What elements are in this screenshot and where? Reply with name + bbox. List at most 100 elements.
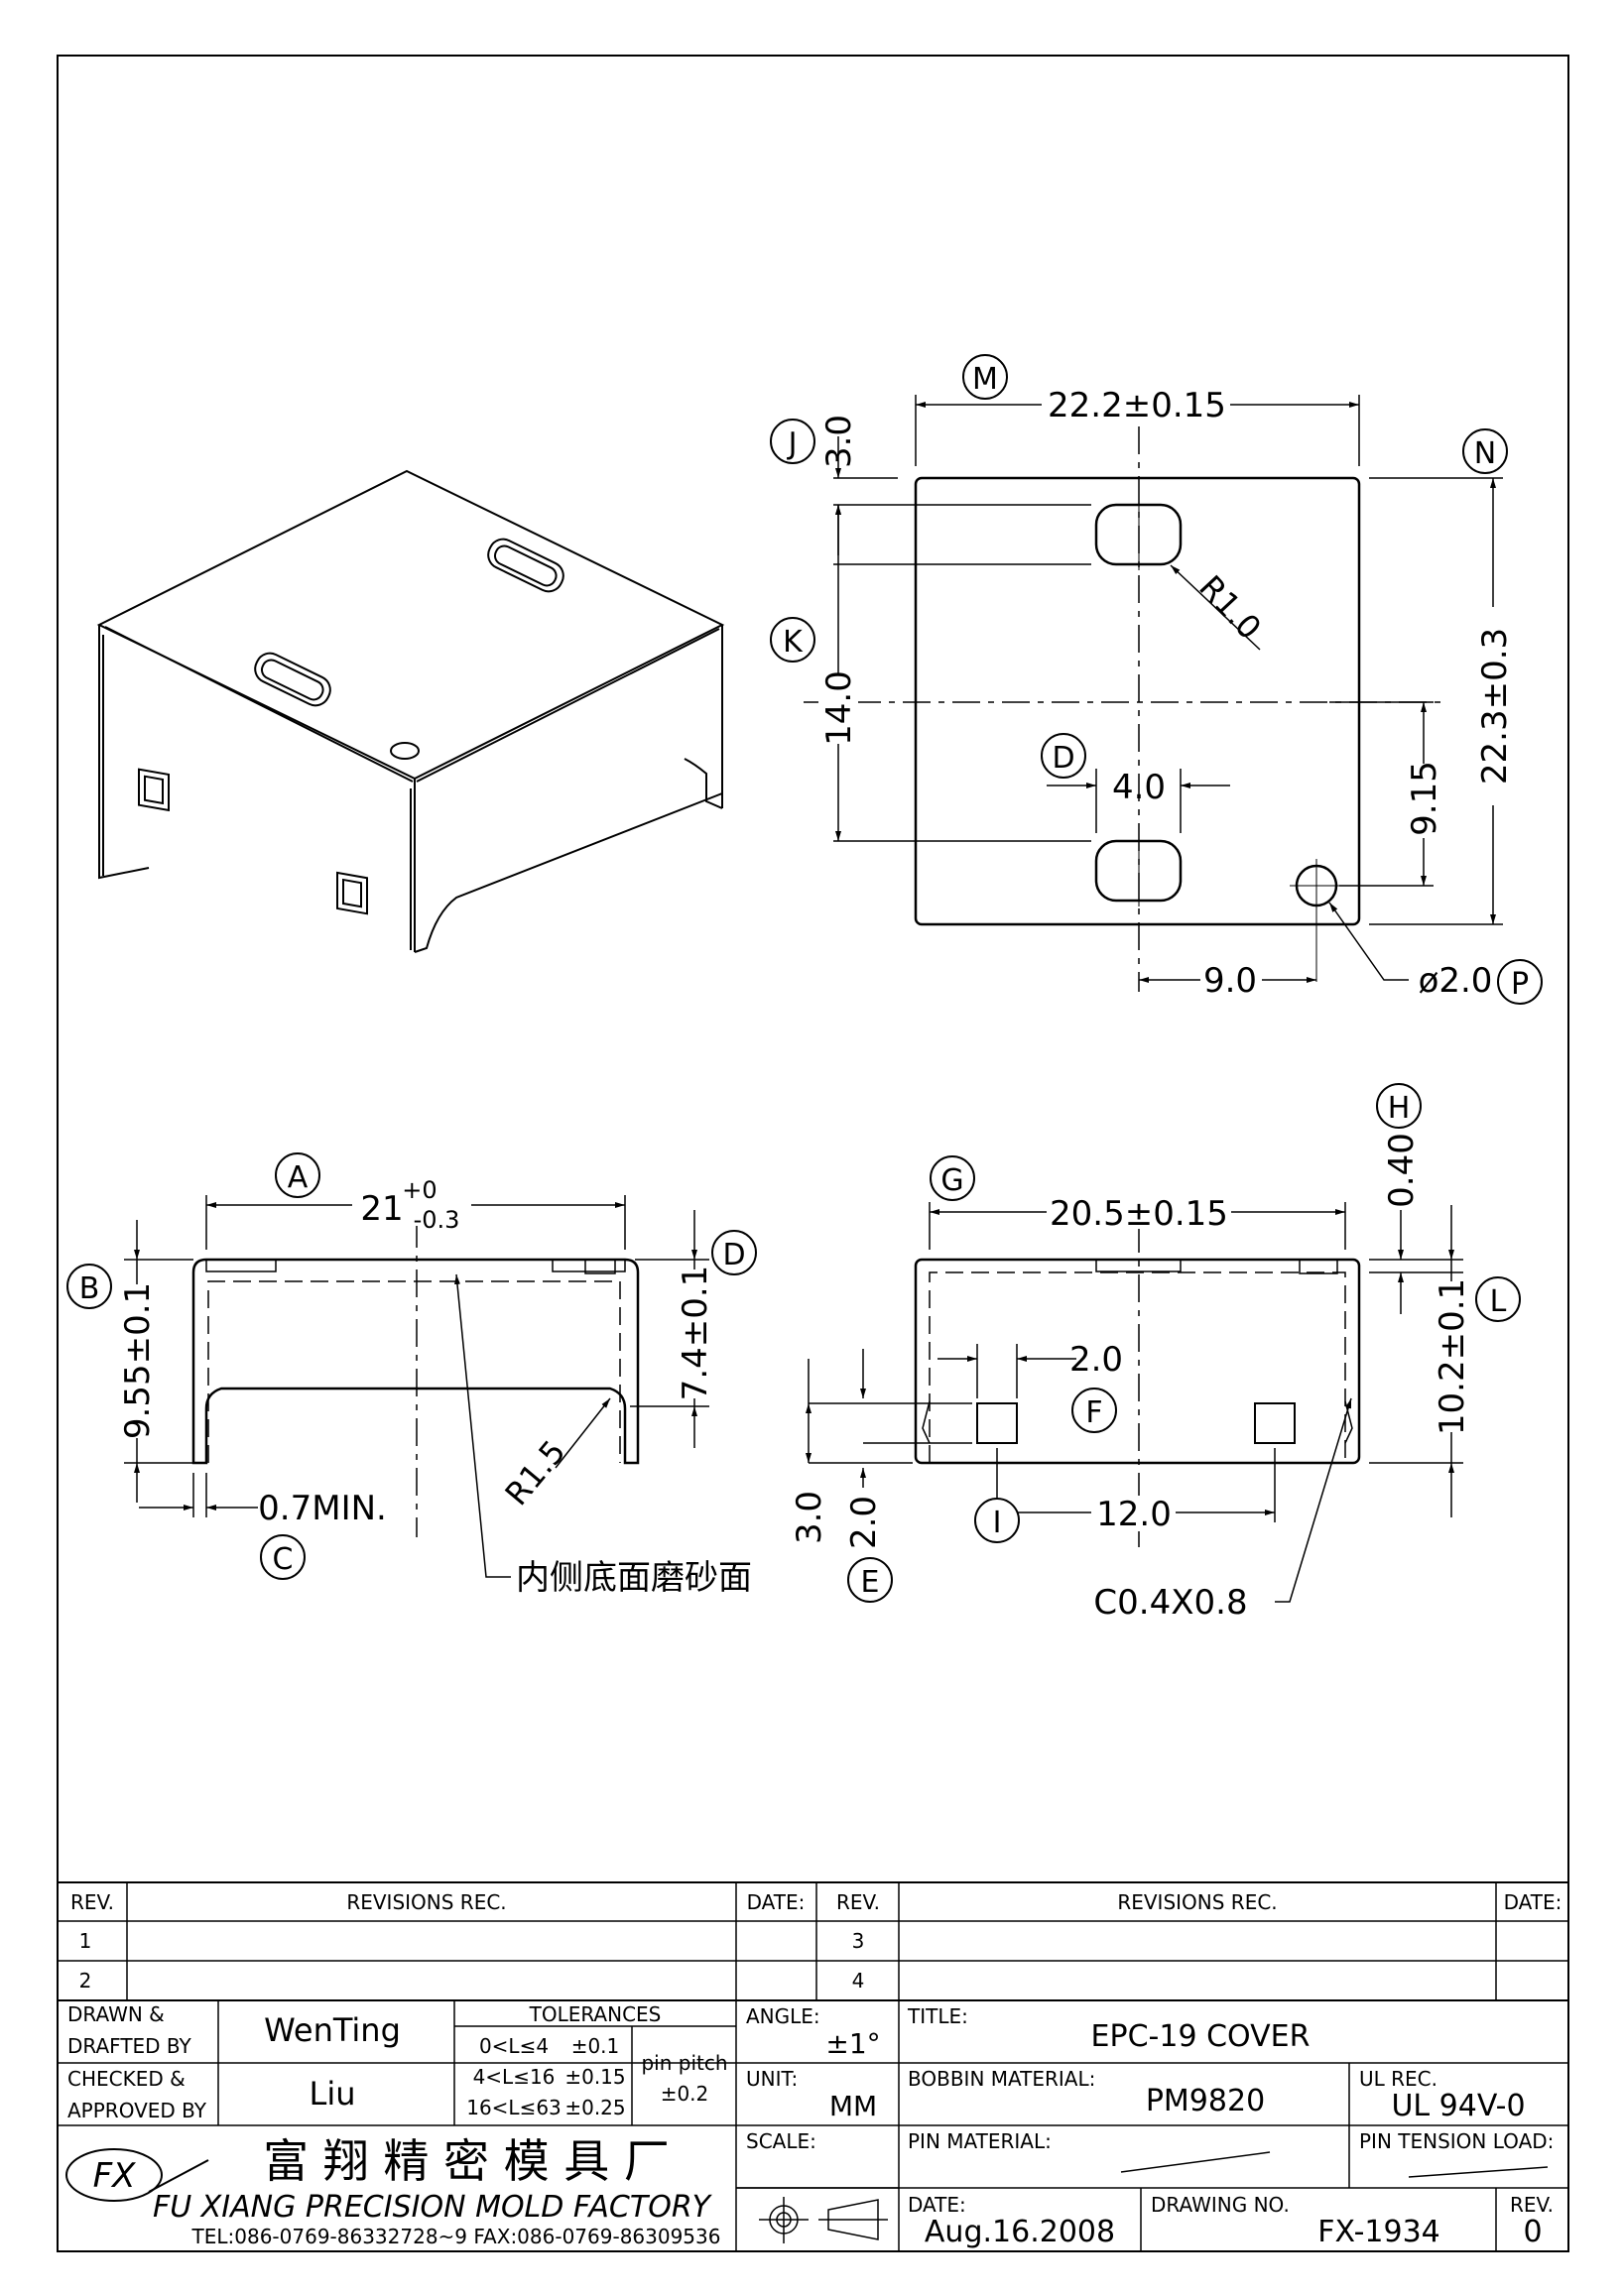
side-window-left — [976, 1402, 1018, 1444]
side-bottom-dim: 3.0 — [790, 1491, 829, 1544]
top-width-dim: 22.2±0.15 — [1048, 386, 1226, 425]
tol-range-2: 4<L≤16 — [473, 2065, 556, 2089]
bobbin-material-label: BOBBIN MATERIAL: — [908, 2067, 1095, 2091]
front-surface-note: 内侧底面磨砂面 — [516, 1558, 752, 1598]
label-D-top: D — [1052, 741, 1074, 776]
company-cn: 富 翔 精 密 模 具 厂 — [263, 2134, 670, 2188]
label-P: P — [1511, 967, 1529, 1002]
rev-row-1: 1 — [79, 1929, 92, 1953]
label-A: A — [288, 1160, 309, 1195]
pin-tension-label: PIN TENSION LOAD: — [1359, 2129, 1554, 2153]
ul-rec: UL 94V-0 — [1391, 2089, 1525, 2123]
drawn-label-1: DRAWN & — [67, 2002, 165, 2026]
tol-value-3: ±0.25 — [564, 2096, 625, 2119]
date-header-left: DATE: — [747, 1890, 806, 1914]
checked-label-2: APPROVED BY — [67, 2099, 207, 2122]
side-width-dim: 20.5±0.15 — [1050, 1194, 1228, 1234]
front-radius-dim: R1.5 — [498, 1433, 573, 1512]
front-width-tol-upper: +0 — [402, 1176, 437, 1204]
label-K: K — [783, 625, 804, 660]
top-slot-radius-dim: R1.0 — [1191, 568, 1269, 647]
rev-row-2: 2 — [79, 1969, 92, 1993]
front-width-dim: 21 — [360, 1189, 403, 1229]
side-chamfer-dim: C0.4X0.8 — [1093, 1583, 1247, 1623]
rev-row-3: 3 — [852, 1929, 865, 1953]
revisions-header-left: REVISIONS REC. — [346, 1890, 506, 1914]
drawing-no-label: DRAWING NO. — [1151, 2193, 1290, 2217]
unit-value: MM — [829, 2090, 877, 2122]
top-slot-top-dim: 3.0 — [819, 415, 859, 468]
side-window-right — [1254, 1402, 1296, 1444]
rev-header-left: REV. — [70, 1890, 114, 1914]
revisions-header-right: REVISIONS REC. — [1117, 1890, 1277, 1914]
drawn-label-2: DRAFTED BY — [67, 2034, 192, 2058]
company-en: FU XIANG PRECISION MOLD FACTORY — [153, 2190, 713, 2225]
front-height-dim: 9.55±0.1 — [118, 1282, 158, 1439]
top-view-outline — [914, 476, 1361, 926]
top-slot-pitch-dim: 14.0 — [819, 670, 859, 746]
tol-value-1: ±0.1 — [571, 2034, 620, 2058]
label-N: N — [1474, 436, 1496, 471]
drawn-by: WenTing — [264, 2011, 401, 2049]
iso-hole — [390, 742, 420, 760]
angle-label: ANGLE: — [746, 2004, 820, 2028]
title-block-text: REV. REVISIONS REC. DATE: REV. REVISIONS… — [67, 1890, 1562, 2249]
drawing-no: FX-1934 — [1317, 2215, 1440, 2249]
rev-row-4: 4 — [852, 1969, 865, 1993]
isometric-view — [96, 469, 725, 953]
pin-material-label: PIN MATERIAL: — [908, 2129, 1052, 2153]
angle-value: ±1° — [825, 2027, 880, 2060]
top-height-dim: 22.3±0.3 — [1475, 628, 1515, 785]
ul-rec-label: UL REC. — [1359, 2067, 1437, 2091]
label-F: F — [1085, 1395, 1102, 1430]
side-window-pitch-dim: 12.0 — [1096, 1495, 1172, 1534]
label-C: C — [273, 1542, 294, 1577]
top-hole-y-dim: 9.15 — [1405, 761, 1444, 836]
iso-slot-front — [254, 652, 331, 707]
date-label: DATE: — [908, 2193, 966, 2217]
top-hole-x-dim: 9.0 — [1203, 961, 1257, 1001]
checked-by: Liu — [310, 2075, 356, 2113]
rev-value: 0 — [1523, 2215, 1542, 2249]
projection-symbol — [759, 2197, 888, 2243]
checked-label-1: CHECKED & — [67, 2067, 186, 2091]
unit-label: UNIT: — [746, 2067, 798, 2091]
top-slot-width-dim: 4.0 — [1112, 768, 1166, 807]
iso-slot-back — [487, 538, 564, 593]
label-J: J — [787, 426, 798, 461]
side-window-dim: 2.0 — [1069, 1340, 1123, 1380]
front-wall-min-dim: 0.7MIN. — [258, 1489, 387, 1528]
side-view: 20.5±0.15 G 0.40 H 10.2±0.1 L 2.0 F 12. — [790, 1083, 1521, 1623]
tol-range-1: 0<L≤4 — [479, 2034, 549, 2058]
label-I: I — [993, 1506, 1002, 1540]
date-header-right: DATE: — [1504, 1890, 1562, 1914]
side-top-thick-dim: 0.40 — [1382, 1133, 1422, 1208]
company-logo — [65, 2148, 209, 2202]
front-view: 21 +0 -0.3 A 9.55±0.1 B 7.4±0.1 D R1.5 0 — [66, 1152, 757, 1598]
label-D-front: D — [722, 1238, 745, 1272]
label-G: G — [940, 1163, 963, 1198]
top-hole-dia-dim: ø2.0 — [1419, 961, 1493, 1001]
label-B: B — [79, 1271, 100, 1306]
label-L: L — [1490, 1284, 1507, 1319]
front-width-tol-lower: -0.3 — [414, 1206, 460, 1234]
label-E: E — [861, 1565, 880, 1600]
company-tel: TEL:086-0769-86332728~9 FAX:086-0769-863… — [191, 2225, 721, 2248]
bobbin-material: PM9820 — [1146, 2084, 1265, 2118]
side-window-height-dim: 2.0 — [844, 1496, 884, 1549]
drawing-title: EPC-19 COVER — [1091, 2019, 1311, 2054]
sheet-border — [57, 55, 1569, 2252]
front-inner-height-dim: 7.4±0.1 — [676, 1266, 715, 1401]
title-block — [58, 1881, 1568, 2251]
side-height-dim: 10.2±0.1 — [1433, 1278, 1472, 1435]
drawing-date: Aug.16.2008 — [925, 2215, 1115, 2249]
tol-value-2: ±0.15 — [564, 2065, 625, 2089]
tolerances-header: TOLERANCES — [529, 2002, 662, 2026]
rev-label: REV. — [1510, 2193, 1554, 2217]
side-view-outline — [914, 1258, 1361, 1465]
title-label: TITLE: — [907, 2004, 968, 2028]
scale-label: SCALE: — [746, 2129, 816, 2153]
rev-header-right: REV. — [836, 1890, 880, 1914]
front-view-outline — [191, 1258, 640, 1465]
